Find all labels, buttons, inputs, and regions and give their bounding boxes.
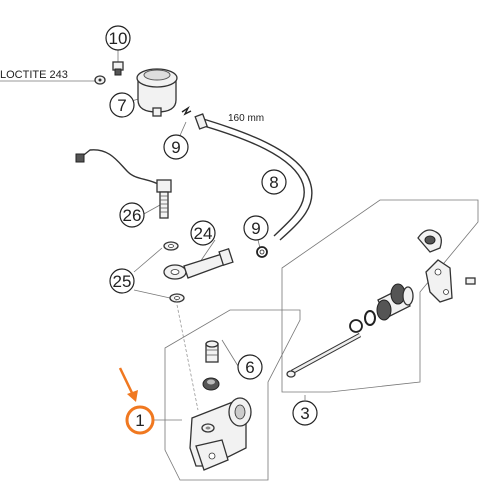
leader-25a — [133, 247, 163, 273]
leader-24 — [199, 239, 216, 263]
callout-9-mid: 9 — [243, 215, 269, 241]
callout-24: 24 — [190, 220, 216, 246]
small-pin-part — [465, 277, 476, 285]
callout-9-top-label: 9 — [171, 138, 180, 157]
washer-part-upper — [163, 241, 179, 251]
callout-26: 26 — [119, 202, 145, 228]
highlight-arrow-icon — [118, 367, 138, 402]
callout-10: 10 — [105, 25, 131, 51]
callout-9-mid-label: 9 — [251, 219, 260, 238]
callout-7-label: 7 — [117, 96, 126, 115]
hose-connector-part — [205, 340, 219, 363]
master-cylinder-part — [189, 397, 252, 471]
o-ring-part — [364, 310, 376, 326]
callout-1-label: 1 — [135, 411, 144, 430]
assembly-axis — [175, 299, 199, 411]
callout-9-top: 9 — [163, 134, 189, 160]
callout-24-label: 24 — [194, 224, 213, 243]
callout-10-label: 10 — [109, 29, 128, 48]
lever-pivot-part — [417, 229, 442, 253]
pressure-switch-part — [75, 149, 172, 219]
reservoir-hose-part — [194, 113, 313, 241]
seal-part — [202, 377, 220, 391]
leader-25b — [133, 289, 171, 299]
callout-25: 25 — [109, 268, 135, 294]
hose-clamp-part-mid — [256, 246, 268, 258]
group-outline-3 — [281, 199, 479, 393]
callout-26-label: 26 — [123, 206, 142, 225]
callout-8: 8 — [261, 169, 287, 195]
callout-1: 1 — [125, 405, 155, 435]
callout-7: 7 — [109, 92, 135, 118]
circlip-part — [349, 319, 363, 333]
callout-3: 3 — [292, 400, 318, 426]
washer-part-lower — [169, 293, 185, 303]
callout-6: 6 — [237, 354, 263, 380]
leader-6 — [221, 339, 239, 367]
push-rod-part — [286, 333, 362, 378]
leader-26 — [141, 204, 161, 216]
bleed-screw-part — [112, 61, 124, 76]
piston-part — [376, 283, 414, 321]
group-outline-1 — [164, 309, 301, 481]
hose-clamp-part-top — [181, 105, 192, 116]
callout-25-label: 25 — [113, 272, 132, 291]
hose-length-note: 160 mm — [228, 113, 264, 124]
washer-part-top — [94, 75, 106, 85]
callout-8-label: 8 — [269, 173, 278, 192]
lever-bracket-part — [425, 259, 453, 303]
loctite-note: LOCTITE 243 — [0, 69, 68, 81]
callout-6-label: 6 — [245, 358, 254, 377]
reservoir-part — [136, 68, 178, 117]
callout-3-label: 3 — [300, 404, 309, 423]
banjo-fitting-part — [163, 247, 234, 280]
